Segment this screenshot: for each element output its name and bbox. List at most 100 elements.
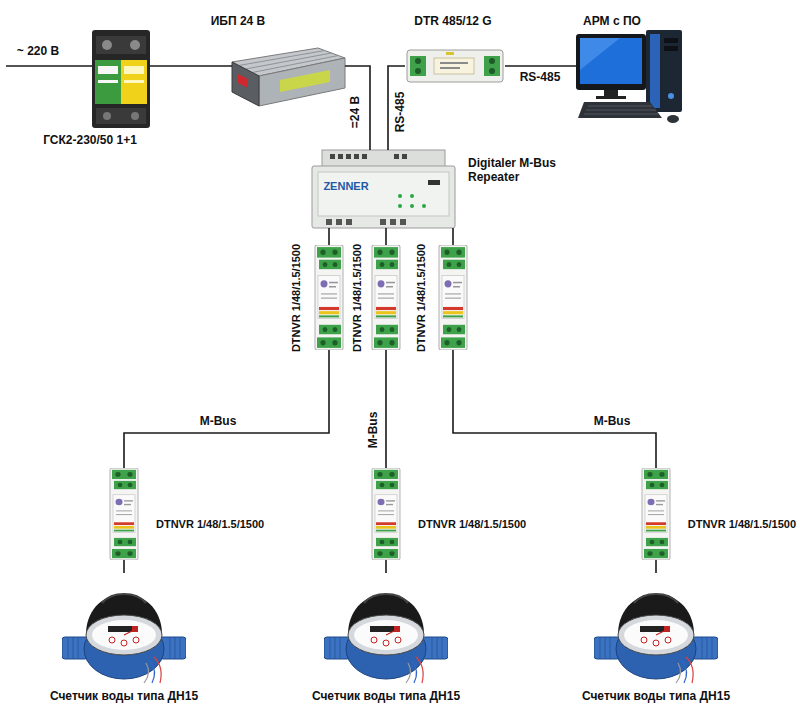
device-label: DTR 485/12 G bbox=[414, 15, 491, 29]
wire bbox=[150, 65, 232, 67]
repeater-art bbox=[394, 154, 399, 159]
surge-module: DTNVR 1/48/1.5/1500 bbox=[370, 245, 402, 350]
surge-module: DTNVR 1/48/1.5/1500 bbox=[437, 245, 469, 350]
repeater-art bbox=[330, 154, 335, 159]
converter-art bbox=[434, 58, 474, 74]
device-label: DTNVR 1/48/1.5/1500 bbox=[688, 518, 796, 531]
surge-protector-art bbox=[98, 66, 118, 74]
surge-protector-art bbox=[92, 30, 150, 128]
water-meter: Счетчик воды типа ДН15 bbox=[62, 573, 186, 685]
wire-label: RS-485 bbox=[394, 90, 408, 135]
repeater-art bbox=[326, 219, 332, 225]
workstation-art bbox=[580, 38, 642, 84]
surge-protector-art bbox=[131, 112, 139, 120]
wire-label: =24 В bbox=[349, 94, 363, 130]
workstation-art bbox=[578, 102, 662, 118]
rs485-converter: DTR 485/12 G bbox=[405, 48, 505, 84]
surge-protector-art bbox=[96, 36, 146, 54]
device-label: АРМ с ПО bbox=[583, 15, 641, 29]
wire bbox=[655, 560, 657, 573]
wire-group bbox=[124, 66, 656, 573]
workstation: АРМ с ПО bbox=[576, 30, 682, 126]
wire bbox=[452, 228, 454, 245]
surge-protector-art bbox=[92, 30, 150, 128]
workstation-art bbox=[576, 34, 646, 90]
surge-protector-art bbox=[98, 80, 118, 83]
workstation-art bbox=[664, 38, 678, 43]
wire-label: M-Bus bbox=[198, 415, 239, 429]
wire bbox=[385, 350, 387, 468]
device-label: ГСК2-230/50 1+1 bbox=[43, 134, 137, 148]
workstation-art bbox=[596, 96, 626, 99]
converter-art bbox=[446, 52, 454, 55]
surge-module-art bbox=[315, 245, 343, 350]
wire bbox=[505, 65, 576, 67]
workstation-art bbox=[584, 106, 658, 114]
device-label: Счетчик воды типа ДН15 bbox=[312, 690, 460, 704]
repeater-art bbox=[338, 154, 343, 159]
device-label: Счетчик воды типа ДН15 bbox=[582, 690, 730, 704]
wire-label: RS-485 bbox=[518, 71, 563, 85]
brand-label: ZENNER bbox=[323, 180, 368, 193]
repeater-art bbox=[336, 219, 342, 225]
converter-art bbox=[407, 50, 503, 82]
surge-protector-art bbox=[96, 108, 146, 124]
ups-art bbox=[259, 58, 345, 106]
repeater-art bbox=[346, 154, 351, 159]
wire bbox=[385, 228, 387, 245]
repeater-art bbox=[410, 194, 414, 198]
wire bbox=[385, 560, 387, 573]
repeater-art bbox=[390, 219, 396, 225]
water-meter: Счетчик воды типа ДН15 bbox=[594, 573, 718, 685]
repeater-art bbox=[346, 219, 352, 225]
workstation-art bbox=[646, 30, 682, 112]
mains-line bbox=[6, 65, 92, 67]
surge-protector-art bbox=[102, 40, 112, 50]
workstation-art bbox=[576, 30, 682, 123]
voltage-label: ~ 220 В bbox=[17, 45, 59, 59]
converter-art bbox=[410, 56, 426, 76]
device-label: DTNVR 1/48/1.5/1500 bbox=[351, 244, 364, 352]
surge-protector-art bbox=[130, 40, 140, 50]
surge-protector-art bbox=[95, 60, 121, 104]
surge-protector-art bbox=[121, 60, 147, 104]
device-label: DTNVR 1/48/1.5/1500 bbox=[156, 518, 264, 531]
repeater-art bbox=[354, 154, 359, 159]
converter-art bbox=[484, 56, 500, 76]
workstation-art bbox=[650, 34, 660, 108]
repeater-art bbox=[398, 194, 402, 198]
ups-art bbox=[238, 74, 248, 88]
surge-module-art bbox=[642, 468, 670, 560]
din-modules-art bbox=[110, 245, 670, 560]
wire-label: M-Bus bbox=[592, 415, 633, 429]
ups-art bbox=[232, 48, 345, 106]
device-label: Счетчик воды типа ДН15 bbox=[50, 690, 198, 704]
water-meter-art bbox=[62, 594, 186, 683]
repeater-art bbox=[312, 166, 455, 228]
repeater-art bbox=[312, 150, 455, 228]
ups-art bbox=[232, 62, 259, 106]
converter-art bbox=[489, 68, 495, 74]
repeater-art bbox=[410, 204, 414, 208]
converter-art bbox=[489, 58, 495, 64]
workstation-art bbox=[580, 38, 620, 70]
converter-art bbox=[407, 50, 503, 82]
surge-module: DTNVR 1/48/1.5/1500 bbox=[640, 468, 672, 560]
surge-protector-art bbox=[124, 66, 144, 74]
workstation-art bbox=[667, 115, 679, 123]
surge-protector-art bbox=[124, 80, 144, 83]
workstation-art bbox=[668, 93, 674, 99]
wire bbox=[345, 66, 370, 150]
repeater-art bbox=[362, 154, 367, 159]
wire bbox=[123, 560, 125, 573]
device-label: DTNVR 1/48/1.5/1500 bbox=[415, 244, 428, 352]
surge-module-art bbox=[372, 245, 400, 350]
converter-art bbox=[440, 67, 460, 69]
surge-module: DTNVR 1/48/1.5/1500 bbox=[108, 468, 140, 560]
converter-art bbox=[415, 58, 421, 64]
device-label: Digitaler M-Bus Repeater bbox=[468, 157, 564, 185]
converter-art bbox=[440, 62, 468, 64]
ups-inverter: ИБП 24 В bbox=[232, 48, 345, 106]
repeater-art bbox=[380, 219, 386, 225]
